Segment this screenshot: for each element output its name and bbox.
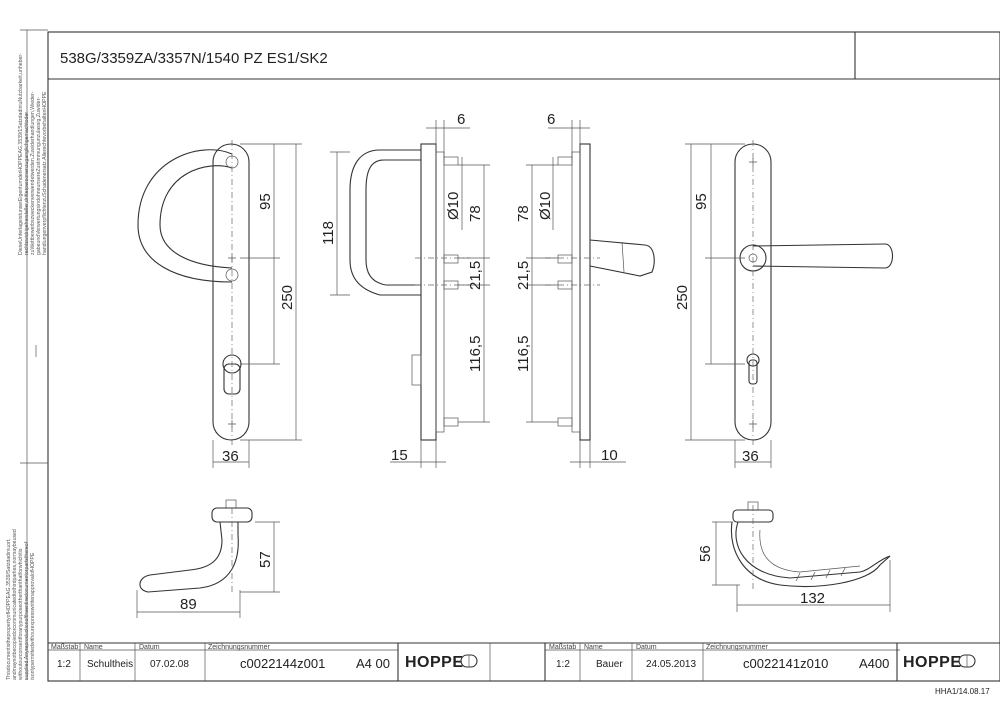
side-view-left	[330, 120, 490, 468]
tb-right-drawing-number-label: Zeichnungsnummer	[706, 644, 769, 651]
tb-right-format: A400	[859, 656, 889, 671]
svg-text:rechtswidrigehersteller,dritte: rechtswidrigehersteller,dritterpersonenz…	[24, 112, 30, 255]
front-view-right	[685, 140, 894, 468]
svg-text:gabeundVerwertungsindohneunser: gabeundVerwertungsindohneunsereZustimmun…	[36, 97, 42, 255]
tb-right-logo: HOPPE	[903, 654, 962, 671]
dim-side-left-height: 118	[320, 221, 337, 245]
copyright-note-german: DieseUnterlageistunserEigentumderHOPPEAG…	[18, 53, 48, 255]
dim-front-left-upper: 95	[257, 193, 274, 210]
svg-text:handlungenverpflichtenzuSchade: handlungenverpflichtenzuSchadenersatz.Al…	[42, 91, 48, 255]
svg-text:zuWettbewerbszweckenverwendetw: zuWettbewerbszweckenverwendetwerden.Zuwi…	[30, 91, 36, 255]
dim-side-right-mid: 21,5	[515, 261, 532, 290]
dim-side-left-upper: 78	[467, 205, 484, 222]
dim-front-left-total: 250	[279, 285, 296, 310]
dim-side-left-lower: 116,5	[467, 336, 484, 372]
dim-side-left-bolt: Ø10	[445, 192, 462, 220]
title-block-left	[48, 642, 1000, 681]
front-view-left	[137, 140, 302, 468]
dim-handle-right-height: 56	[697, 545, 714, 562]
hoppe-logo-icon	[958, 654, 976, 668]
side-view-right	[526, 120, 655, 468]
hoppe-logo-icon	[460, 654, 478, 668]
sheet-border	[47, 31, 1000, 682]
dim-side-right-bolt: Ø10	[537, 192, 554, 220]
tb-left-name: Schultheis	[87, 659, 133, 670]
handle-view-left	[136, 499, 280, 618]
tb-right-date: 24.05.2013	[646, 659, 696, 670]
svg-text:supplied.Anyreproductionofthee: supplied.Anyreproductionoftheentiredocum…	[24, 541, 30, 680]
tb-left-name-label: Name	[84, 644, 103, 651]
dim-handle-left-length: 89	[180, 596, 197, 613]
svg-text:isonlypermittedwithourexpressw: isonlypermittedwithourexpresswrittenappr…	[30, 552, 36, 680]
tb-right-name: Bauer	[596, 659, 623, 670]
title-block-right	[544, 643, 900, 681]
tb-left-scale: 1:2	[57, 659, 71, 670]
drawing-title: 538G/3359ZA/3357N/1540 PZ ES1/SK2	[60, 50, 328, 67]
tb-left-date: 07.02.08	[150, 659, 189, 670]
dim-front-left-width: 36	[222, 448, 239, 465]
tb-right-scale: 1:2	[556, 659, 570, 670]
dim-side-left-depth: 15	[391, 447, 408, 464]
tb-left-date-label: Datum	[139, 644, 160, 651]
tb-right-name-label: Name	[584, 644, 603, 651]
svg-text:DieseUnterlageistunserEigentum: DieseUnterlageistunserEigentumderHOPPEAG…	[18, 53, 24, 255]
tb-right-scale-label: Maßstab	[549, 644, 576, 651]
dim-side-right-lower: 116,5	[515, 336, 532, 372]
tb-left-logo: HOPPE	[405, 654, 464, 671]
svg-text:withoutourconsentforanypurpose: withoutourconsentforanypurposeotherthant…	[18, 548, 24, 680]
revision-note: HHA1/14.08.17	[935, 687, 990, 696]
copyright-note-english: ThisdocumentisthepropertyofHOPPEAG.3539/…	[6, 529, 36, 680]
dim-handle-left-height: 57	[257, 551, 274, 568]
tb-left-scale-label: Maßstab	[51, 644, 78, 651]
tb-right-drawing-number: c0022141z010	[743, 656, 828, 671]
dim-front-right-total: 250	[674, 285, 691, 310]
tb-left-drawing-number: c0022144z001	[240, 656, 325, 671]
handle-view-right	[712, 501, 891, 612]
dim-side-right-thickness: 6	[547, 111, 555, 128]
svg-text:ThisdocumentisthepropertyofHOP: ThisdocumentisthepropertyofHOPPEAG.3539/…	[6, 538, 12, 680]
svg-text:andmaynotbecopiedorcommunicate: andmaynotbecopiedorcommunicatedtothirdpa…	[12, 529, 18, 680]
dim-side-left-mid: 21,5	[467, 261, 484, 290]
dim-front-right-upper: 95	[693, 193, 710, 210]
dim-handle-right-length: 132	[800, 590, 825, 607]
dim-side-right-upper: 78	[515, 205, 532, 222]
tb-left-format: A4 00	[356, 656, 390, 671]
dim-side-right-depth: 10	[601, 447, 618, 464]
dim-front-right-width: 36	[742, 448, 759, 465]
tb-left-drawing-number-label: Zeichnungsnummer	[208, 644, 271, 651]
tb-right-date-label: Datum	[636, 644, 657, 651]
dim-side-left-thickness: 6	[457, 111, 465, 128]
